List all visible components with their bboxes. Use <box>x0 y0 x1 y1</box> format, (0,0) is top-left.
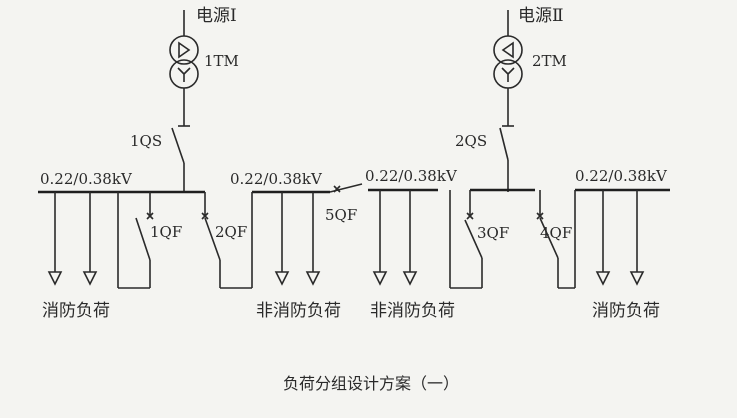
transformer-2tm-icon <box>493 35 523 89</box>
transformer-1tm-icon <box>169 35 199 89</box>
transformer-1-label: 1TM <box>204 52 239 70</box>
qf2-label: 2QF <box>215 223 248 241</box>
qs2-switch-blade <box>499 127 509 161</box>
qf5-label: 5QF <box>325 206 358 224</box>
qs1-switch-blade <box>171 127 185 164</box>
load-arrow-icon <box>274 192 290 286</box>
transformer-2-label: 2TM <box>532 52 567 70</box>
load-arrow-icon <box>595 190 611 286</box>
qf4-label: 4QF <box>540 224 573 242</box>
qf4-trip-mark <box>536 212 544 220</box>
qf3-trip-mark <box>466 212 474 220</box>
qf3-breaker-blade <box>464 219 483 259</box>
bus-3-voltage: 0.22/0.38kV <box>365 167 457 185</box>
load-arrow-icon <box>305 192 321 286</box>
bus-1-voltage: 0.22/0.38kV <box>40 170 132 188</box>
qs1-label: 1QS <box>130 132 163 150</box>
qf1-trip-mark <box>146 212 154 220</box>
load-arrow-icon <box>372 190 388 286</box>
qf2-trip-mark <box>201 212 209 220</box>
qs2-label: 2QS <box>455 132 488 150</box>
qf1-breaker-blade <box>135 217 151 261</box>
qf5-trip-mark <box>333 185 341 193</box>
load-label-fire-right: 消防负荷 <box>592 301 660 321</box>
source-1-label: 电源Ⅰ <box>196 6 237 26</box>
load-arrow-icon <box>47 192 63 286</box>
diagram-caption: 负荷分组设计方案（一） <box>283 374 460 393</box>
qf4-breaker-blade <box>539 217 559 259</box>
load-arrows <box>47 190 645 286</box>
bus-2-voltage: 0.22/0.38kV <box>230 170 322 188</box>
load-arrow-icon <box>402 190 418 286</box>
load-label-nonfire-right: 非消防负荷 <box>370 301 455 321</box>
qf2-breaker-blade <box>204 217 221 261</box>
qf3-label: 3QF <box>477 224 510 242</box>
source-2-label: 电源Ⅱ <box>518 6 564 26</box>
bus-4-voltage: 0.22/0.38kV <box>575 167 667 185</box>
load-label-nonfire-left: 非消防负荷 <box>256 301 341 321</box>
load-label-fire-left: 消防负荷 <box>42 301 110 321</box>
load-arrow-icon <box>82 192 98 286</box>
load-arrow-icon <box>629 190 645 286</box>
qf1-label: 1QF <box>150 223 183 241</box>
